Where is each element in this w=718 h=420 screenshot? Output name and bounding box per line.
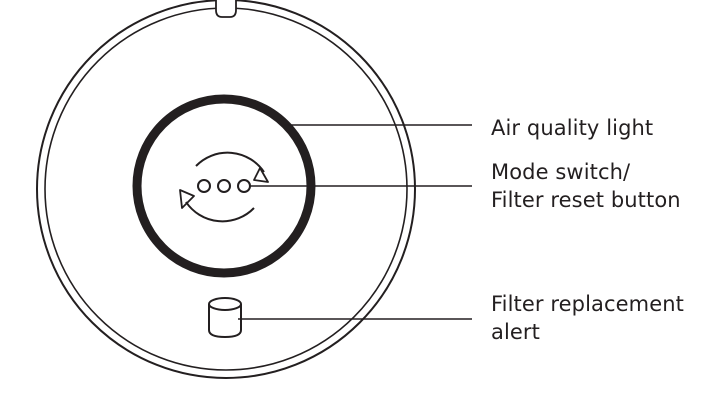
outer-rim xyxy=(36,0,416,379)
mode-switch-text-line2: Filter reset button xyxy=(491,188,681,212)
mode-switch-text-line1: Mode switch/ xyxy=(491,160,631,184)
filter-cylinder-icon xyxy=(208,297,242,339)
air-quality-light-text: Air quality light xyxy=(491,116,654,140)
top-notch xyxy=(215,0,237,18)
mode-switch-label: Mode switch/ Filter reset button xyxy=(491,158,681,214)
rotate-arrows-icon[interactable] xyxy=(179,151,269,223)
filter-alert-label: Filter replacement alert xyxy=(491,290,684,346)
filter-alert-text-line2: alert xyxy=(491,320,540,344)
filter-alert-text-line1: Filter replacement xyxy=(491,292,684,316)
air-quality-light-label: Air quality light xyxy=(491,114,653,142)
